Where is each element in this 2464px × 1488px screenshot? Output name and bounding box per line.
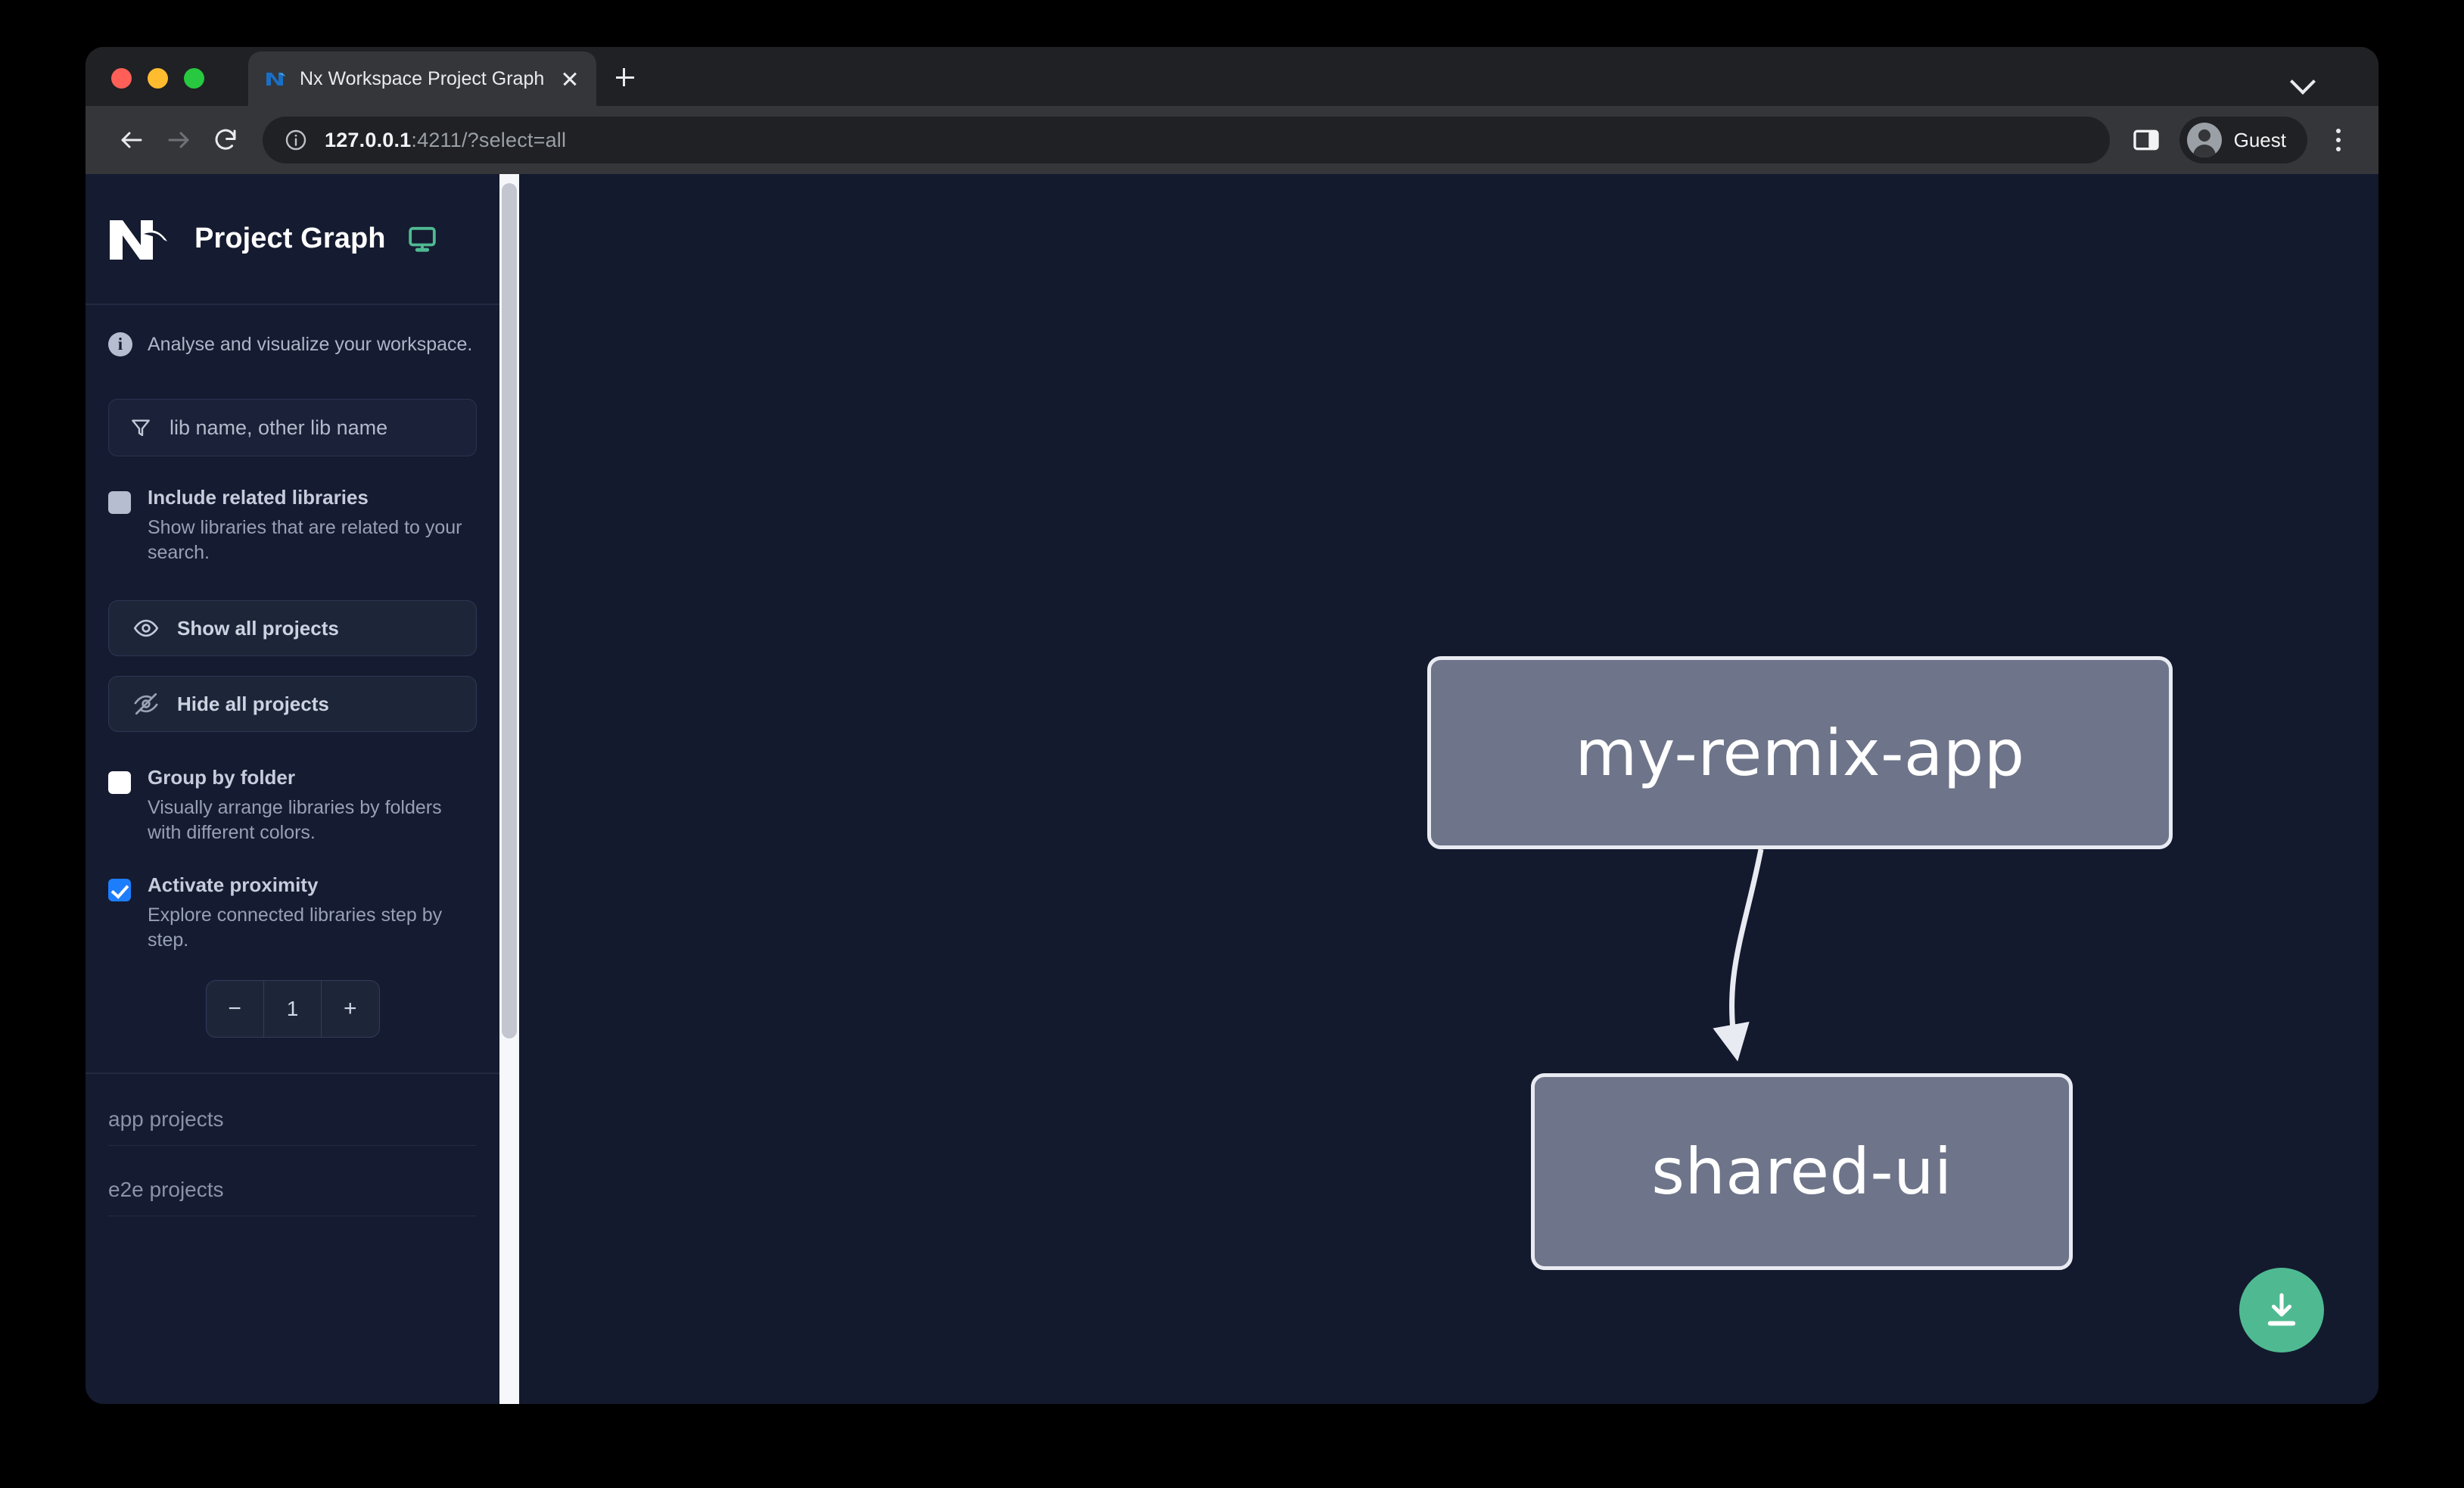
monitor-icon[interactable] bbox=[407, 224, 437, 254]
nx-favicon bbox=[265, 67, 288, 90]
show-all-projects-button[interactable]: Show all projects bbox=[108, 600, 477, 657]
arrow-left-icon bbox=[121, 132, 142, 148]
proximity-decrement-button[interactable]: − bbox=[228, 996, 241, 1022]
group-header-e2e-projects[interactable]: e2e projects bbox=[108, 1146, 477, 1217]
hide-all-projects-label: Hide all projects bbox=[177, 692, 329, 715]
download-icon bbox=[2267, 1293, 2296, 1326]
search-field[interactable] bbox=[108, 399, 477, 456]
minimize-window-button[interactable] bbox=[148, 68, 168, 89]
close-window-button[interactable] bbox=[111, 68, 132, 89]
proximity-value: 1 bbox=[263, 981, 321, 1038]
checkbox-include-related-libraries[interactable] bbox=[108, 491, 131, 514]
option-label: Group by folder bbox=[148, 766, 295, 789]
tab-strip: Nx Workspace Project Graph bbox=[86, 47, 2378, 106]
search-input[interactable] bbox=[170, 416, 456, 440]
browser-toolbar: 127.0.0.1:4211/?select=all Guest bbox=[86, 106, 2378, 174]
page-content: Project Graph i Analyse and visualize yo… bbox=[86, 174, 2378, 1404]
close-tab-icon[interactable] bbox=[558, 67, 581, 90]
kebab-dot bbox=[2336, 129, 2341, 133]
profile-chip[interactable]: Guest bbox=[2179, 117, 2307, 163]
graph-canvas[interactable]: my-remix-app shared-ui bbox=[519, 174, 2378, 1404]
side-panel-glyph bbox=[2133, 129, 2159, 151]
option-description: Explore connected libraries step by step… bbox=[148, 904, 443, 951]
option-group-by-folder[interactable]: Group by folder Visually arrange librari… bbox=[86, 767, 499, 845]
proximity-increment-button[interactable]: + bbox=[321, 981, 378, 1038]
browser-window: Nx Workspace Project Graph bbox=[86, 47, 2378, 1404]
group-header-app-projects[interactable]: app projects bbox=[108, 1074, 477, 1147]
checkbox-activate-proximity[interactable] bbox=[108, 879, 131, 902]
option-label: Include related libraries bbox=[148, 486, 369, 509]
avatar bbox=[2186, 123, 2222, 157]
browser-menu-button[interactable] bbox=[2319, 117, 2357, 163]
browser-tab[interactable]: Nx Workspace Project Graph bbox=[248, 51, 596, 106]
address-bar[interactable]: 127.0.0.1:4211/?select=all bbox=[263, 117, 2110, 163]
option-description: Show libraries that are related to your … bbox=[148, 516, 462, 563]
sidebar-divider bbox=[86, 1072, 499, 1075]
proximity-stepper[interactable]: − 1 + bbox=[205, 980, 380, 1038]
edge-my-remix-app-to-shared-ui bbox=[1713, 848, 1764, 1062]
chevron-down-icon[interactable] bbox=[2288, 64, 2318, 94]
option-label: Activate proximity bbox=[148, 873, 319, 897]
address-bar-url: 127.0.0.1:4211/?select=all bbox=[325, 129, 566, 152]
option-description: Visually arrange libraries by folders wi… bbox=[148, 796, 442, 843]
url-host: 127.0.0.1 bbox=[325, 128, 412, 151]
option-activate-proximity[interactable]: Activate proximity Explore connected lib… bbox=[86, 874, 499, 953]
side-panel-icon[interactable] bbox=[2130, 123, 2163, 157]
sidebar-blurb: i Analyse and visualize your workspace. bbox=[86, 305, 499, 364]
kebab-dot bbox=[2336, 138, 2341, 142]
arrow-right-icon bbox=[168, 132, 189, 148]
sidebar: Project Graph i Analyse and visualize yo… bbox=[86, 174, 499, 1404]
reload-button[interactable] bbox=[202, 117, 249, 163]
graph-node-my-remix-app[interactable]: my-remix-app bbox=[1427, 656, 2173, 849]
url-path: :4211/?select=all bbox=[411, 128, 567, 151]
profile-name: Guest bbox=[2233, 128, 2286, 151]
sidebar-scrollbar[interactable] bbox=[499, 174, 519, 1404]
sidebar-blurb-text: Analyse and visualize your workspace. bbox=[148, 333, 473, 355]
eye-icon bbox=[133, 615, 159, 641]
info-circle-icon[interactable] bbox=[284, 128, 308, 152]
nx-logo bbox=[107, 216, 173, 263]
download-graph-button[interactable] bbox=[2239, 1268, 2324, 1353]
show-all-projects-label: Show all projects bbox=[177, 616, 339, 640]
filter-icon bbox=[129, 416, 153, 440]
reload-icon bbox=[215, 129, 236, 150]
page-title: Project Graph bbox=[194, 223, 386, 254]
forward-button[interactable] bbox=[155, 117, 202, 163]
kebab-dot bbox=[2336, 147, 2341, 151]
window-traffic-lights bbox=[111, 68, 204, 89]
scrollbar-thumb[interactable] bbox=[502, 183, 517, 1038]
eye-off-icon bbox=[133, 691, 159, 717]
info-icon: i bbox=[108, 332, 132, 356]
maximize-window-button[interactable] bbox=[184, 68, 204, 89]
graph-node-shared-ui[interactable]: shared-ui bbox=[1531, 1073, 2073, 1270]
new-tab-button[interactable] bbox=[607, 59, 643, 95]
checkbox-group-by-folder[interactable] bbox=[108, 771, 131, 795]
hide-all-projects-button[interactable]: Hide all projects bbox=[108, 676, 477, 733]
option-include-related-libraries[interactable]: Include related libraries Show libraries… bbox=[86, 487, 499, 565]
sidebar-header: Project Graph bbox=[86, 174, 499, 305]
back-button[interactable] bbox=[108, 117, 155, 163]
tab-title: Nx Workspace Project Graph bbox=[300, 67, 545, 89]
